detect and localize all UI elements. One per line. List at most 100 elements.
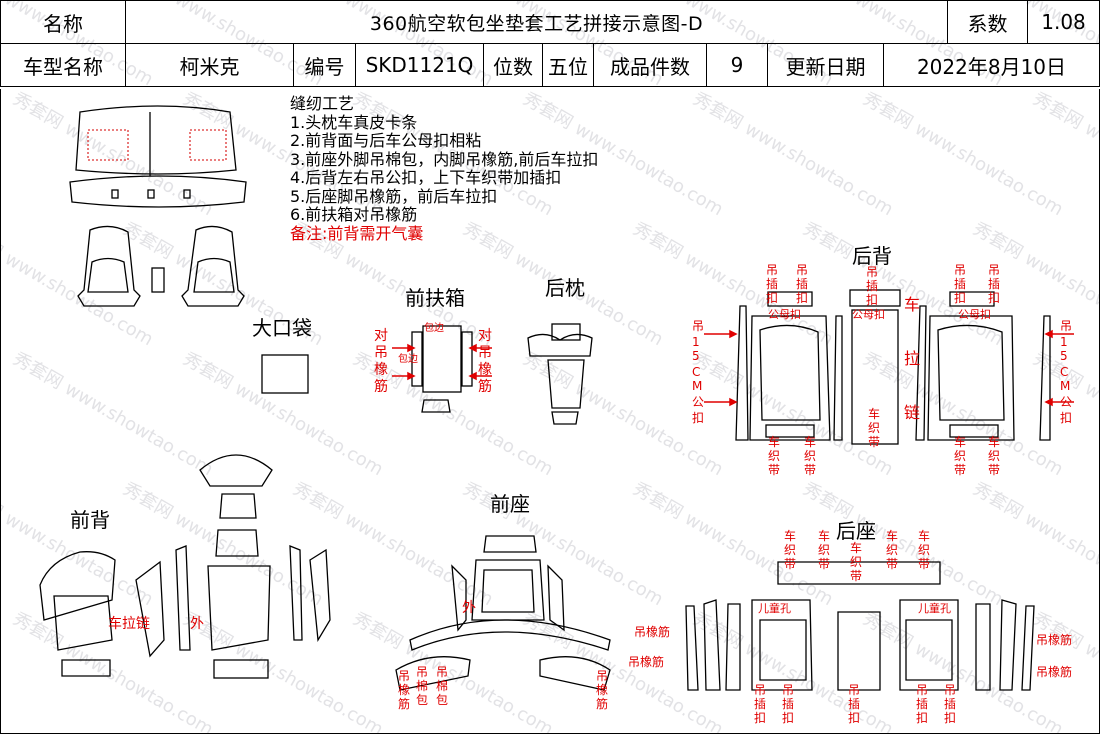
svg-text:公母扣: 公母扣 — [852, 307, 885, 321]
note-item: 2.前背面与后车公母扣相粘 — [290, 131, 482, 150]
svg-text:橡: 橡 — [478, 362, 492, 378]
code-value: SKD1121Q — [355, 43, 484, 87]
svg-text:扣: 扣 — [988, 291, 1000, 305]
svg-text:外: 外 — [190, 616, 204, 632]
svg-text:吊: 吊 — [1060, 319, 1072, 333]
svg-text:插: 插 — [916, 697, 928, 711]
svg-text:织: 织 — [784, 543, 796, 557]
svg-text:吊橡筋: 吊橡筋 — [1036, 632, 1072, 647]
svg-text:公: 公 — [692, 395, 704, 409]
svg-text:吊: 吊 — [398, 669, 410, 683]
big-pocket-piece — [261, 354, 309, 394]
coef-value: 1.08 — [1027, 0, 1100, 44]
svg-text:织: 织 — [818, 543, 830, 557]
svg-text:儿童孔: 儿童孔 — [758, 601, 791, 615]
svg-text:带: 带 — [850, 569, 862, 583]
svg-text:扣: 扣 — [916, 711, 928, 725]
svg-text:M: M — [692, 379, 702, 393]
svg-text:筋: 筋 — [596, 696, 608, 711]
svg-text:筋: 筋 — [478, 378, 492, 395]
svg-text:吊: 吊 — [374, 345, 388, 361]
svg-text:带: 带 — [818, 557, 830, 571]
svg-text:吊橡筋: 吊橡筋 — [1036, 664, 1072, 679]
svg-text:插: 插 — [796, 277, 808, 291]
svg-text:5: 5 — [1060, 349, 1068, 363]
svg-text:吊: 吊 — [596, 669, 608, 683]
sewing-notes: 缝纫工艺 1.头枕车真皮卡条 2.前背面与后车公母扣相粘 3.前座外脚吊棉包，内… — [290, 94, 599, 243]
label-front-seat: 前座 — [490, 492, 530, 516]
svg-text:橡: 橡 — [374, 362, 388, 378]
svg-text:插: 插 — [944, 697, 956, 711]
svg-text:插: 插 — [954, 277, 966, 291]
model-value: 柯米克 — [125, 43, 294, 87]
front-back-pieces — [39, 454, 331, 679]
note-item: 6.前扶箱对吊橡筋 — [290, 205, 418, 224]
note-item: 1.头枕车真皮卡条 — [290, 112, 418, 132]
note-item: 5.后座脚吊橡筋，前后车拉扣 — [290, 186, 498, 206]
overview-rear-bench — [69, 105, 247, 208]
svg-text:扣: 扣 — [782, 711, 794, 725]
pattern-drawing: 对 吊橡筋 对吊橡筋 包边 包边 吊插扣 吊插扣 吊插扣 吊插扣 吊插扣 公母扣… — [39, 105, 1074, 725]
rear-back-left-pieces — [735, 291, 843, 441]
svg-text:插: 插 — [766, 277, 778, 291]
pieces-label: 成品件数 — [593, 43, 707, 87]
svg-text:带: 带 — [954, 463, 966, 477]
svg-text:包: 包 — [416, 693, 428, 707]
svg-text:吊: 吊 — [866, 265, 878, 279]
svg-text:织: 织 — [868, 421, 880, 435]
svg-text:对: 对 — [478, 328, 492, 344]
svg-text:扣: 扣 — [754, 711, 766, 725]
svg-text:车: 车 — [954, 434, 966, 449]
page-title: 360航空软包坐垫套工艺拼接示意图-D — [125, 0, 948, 44]
svg-text:吊橡筋: 吊橡筋 — [634, 624, 670, 639]
front-seat-pieces — [395, 535, 611, 691]
svg-text:车: 车 — [784, 528, 796, 543]
note-item: 3.前座外脚吊棉包，内脚吊橡筋,前后车拉扣 — [290, 149, 599, 169]
svg-text:公母扣: 公母扣 — [768, 307, 801, 321]
svg-text:扣: 扣 — [692, 411, 704, 425]
svg-text:扣: 扣 — [796, 291, 808, 305]
label-big-pocket: 大口袋 — [252, 316, 312, 340]
svg-text:扣: 扣 — [944, 711, 956, 725]
name-label: 名称 — [0, 0, 126, 44]
svg-text:C: C — [692, 365, 700, 379]
svg-text:吊: 吊 — [988, 263, 1000, 277]
svg-text:车: 车 — [886, 528, 898, 543]
svg-text:棉: 棉 — [436, 679, 448, 693]
svg-text:包: 包 — [436, 693, 448, 707]
svg-text:5: 5 — [692, 349, 700, 363]
svg-text:带: 带 — [768, 463, 780, 477]
svg-text:公母扣: 公母扣 — [958, 307, 991, 321]
svg-text:吊: 吊 — [436, 665, 448, 679]
svg-text:插: 插 — [988, 277, 1000, 291]
pieces-value: 9 — [706, 43, 768, 87]
svg-text:拉: 拉 — [904, 349, 920, 368]
svg-text:车: 车 — [768, 434, 780, 449]
svg-text:车: 车 — [904, 295, 920, 314]
overview-front-seats — [77, 225, 245, 307]
code-label: 编号 — [293, 43, 356, 87]
svg-text:车: 车 — [818, 528, 830, 543]
svg-text:吊: 吊 — [782, 683, 794, 697]
label-rear-seat: 后座 — [836, 519, 876, 543]
svg-text:扣: 扣 — [848, 711, 860, 725]
svg-text:1: 1 — [692, 335, 700, 349]
svg-text:扣: 扣 — [954, 291, 966, 305]
date-label: 更新日期 — [767, 43, 884, 87]
svg-text:外: 外 — [462, 600, 476, 616]
svg-text:织: 织 — [768, 449, 780, 463]
svg-text:吊: 吊 — [796, 263, 808, 277]
svg-text:车拉链: 车拉链 — [108, 615, 150, 632]
svg-text:织: 织 — [918, 543, 930, 557]
svg-text:橡: 橡 — [596, 683, 608, 697]
rear-seat-pieces — [685, 561, 1035, 691]
svg-text:吊: 吊 — [478, 345, 492, 361]
rear-back-right-pieces — [915, 291, 1051, 441]
svg-text:带: 带 — [804, 463, 816, 477]
note-remark: 备注:前背需开气囊 — [290, 223, 424, 243]
front-armrest-pieces — [411, 325, 473, 413]
label-rear-headrest: 后枕 — [545, 276, 585, 300]
label-front-back: 前背 — [70, 508, 110, 532]
svg-text:橡: 橡 — [398, 683, 410, 697]
svg-text:链: 链 — [904, 403, 920, 422]
